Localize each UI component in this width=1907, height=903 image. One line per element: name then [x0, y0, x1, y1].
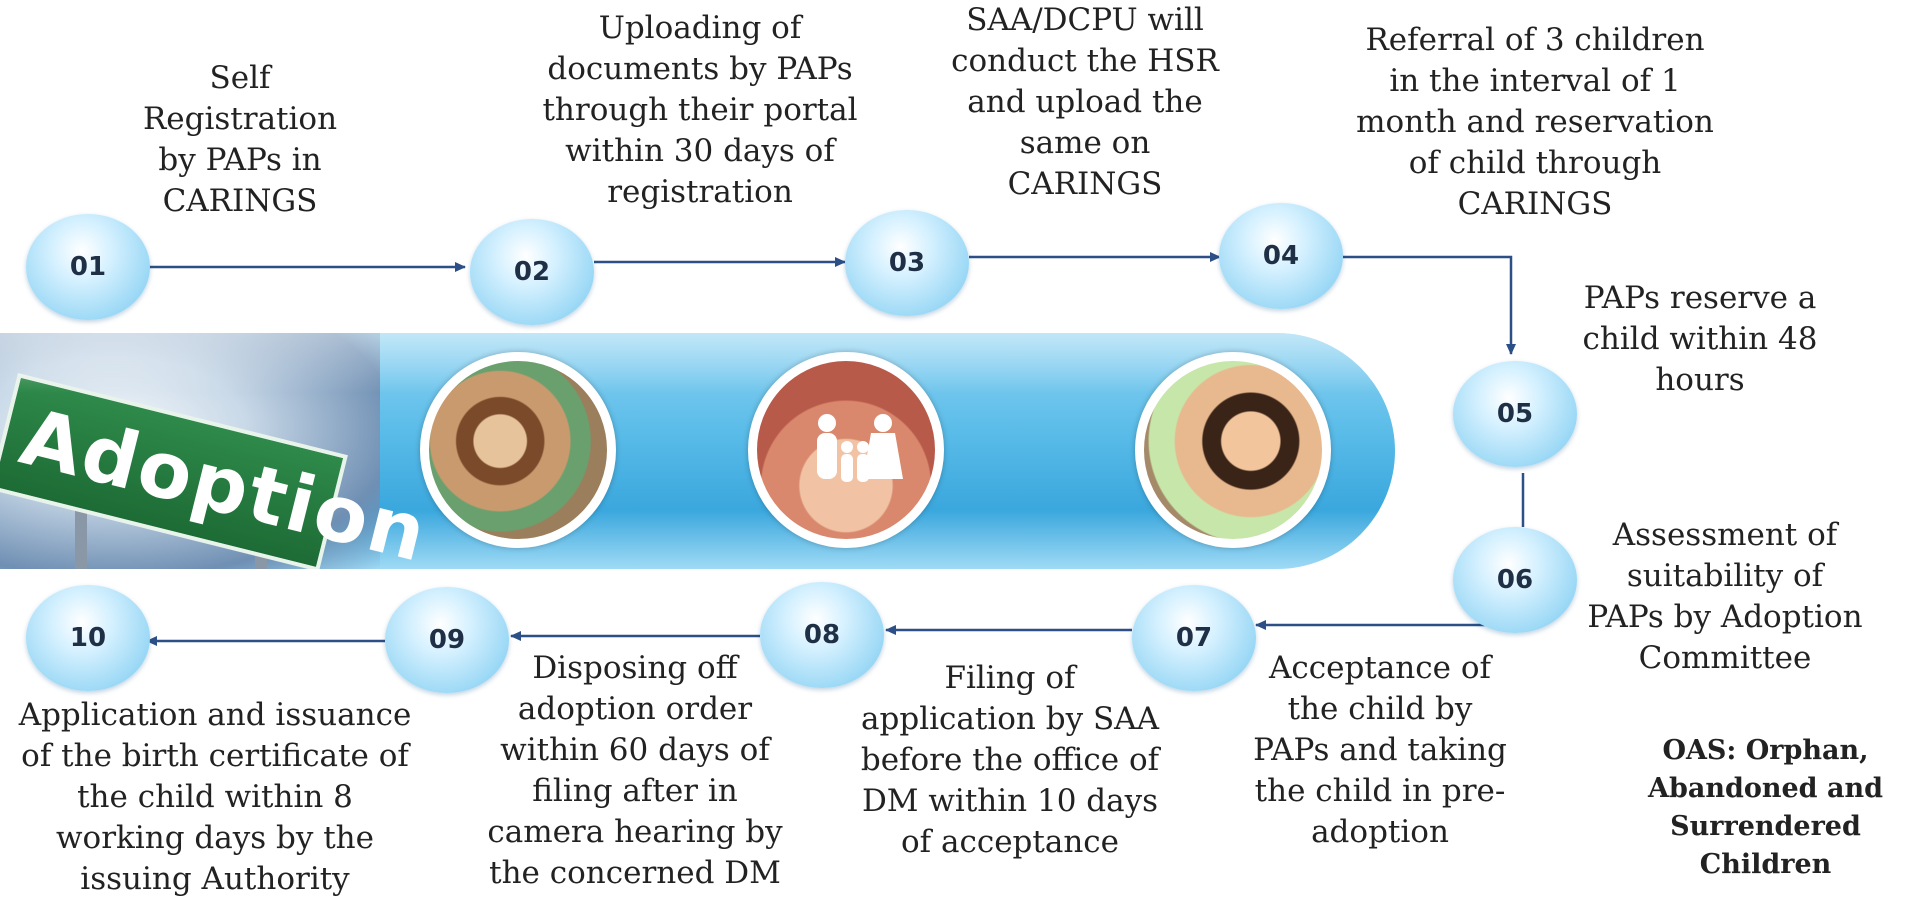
- step-07-badge: 07: [1132, 585, 1256, 691]
- step-06-badge: 06: [1453, 527, 1577, 633]
- oas-note: OAS: Orphan, Abandoned and Surrendered C…: [1648, 735, 1883, 880]
- step-10-label: Application and issuance of the birth ce…: [18, 697, 412, 897]
- family-hands-photo: [748, 352, 944, 548]
- children-photo-1: [420, 352, 616, 548]
- step-03-label: SAA/DCPU will conduct the HSR and upload…: [951, 2, 1219, 202]
- step-03-badge: 03: [845, 210, 969, 316]
- children-photo-2: [1135, 352, 1331, 548]
- step-01-badge: 01: [26, 214, 150, 320]
- step-02-label: Uploading of documents by PAPs through t…: [542, 10, 858, 210]
- step-06-label: Assessment of suitability of PAPs by Ado…: [1587, 517, 1863, 676]
- step-08-label: Filing of application by SAA before the …: [860, 660, 1160, 860]
- step-09-badge: 09: [385, 587, 509, 693]
- step-01-label: Self Registration by PAPs in CARINGS: [142, 60, 338, 219]
- step-02-badge: 02: [470, 219, 594, 325]
- step-10-badge: 10: [26, 585, 150, 691]
- step-04-label: Referral of 3 children in the interval o…: [1356, 22, 1714, 222]
- step-05-label: PAPs reserve a child within 48 hours: [1582, 280, 1818, 398]
- arrow-04-05: [1343, 255, 1516, 355]
- step-04-badge: 04: [1219, 203, 1343, 309]
- step-05-badge: 05: [1453, 361, 1577, 467]
- step-08-badge: 08: [760, 582, 884, 688]
- family-icon: [817, 414, 903, 482]
- step-09-label: Disposing off adoption order within 60 d…: [487, 650, 783, 891]
- step-07-label: Acceptance of the child by PAPs and taki…: [1253, 650, 1507, 850]
